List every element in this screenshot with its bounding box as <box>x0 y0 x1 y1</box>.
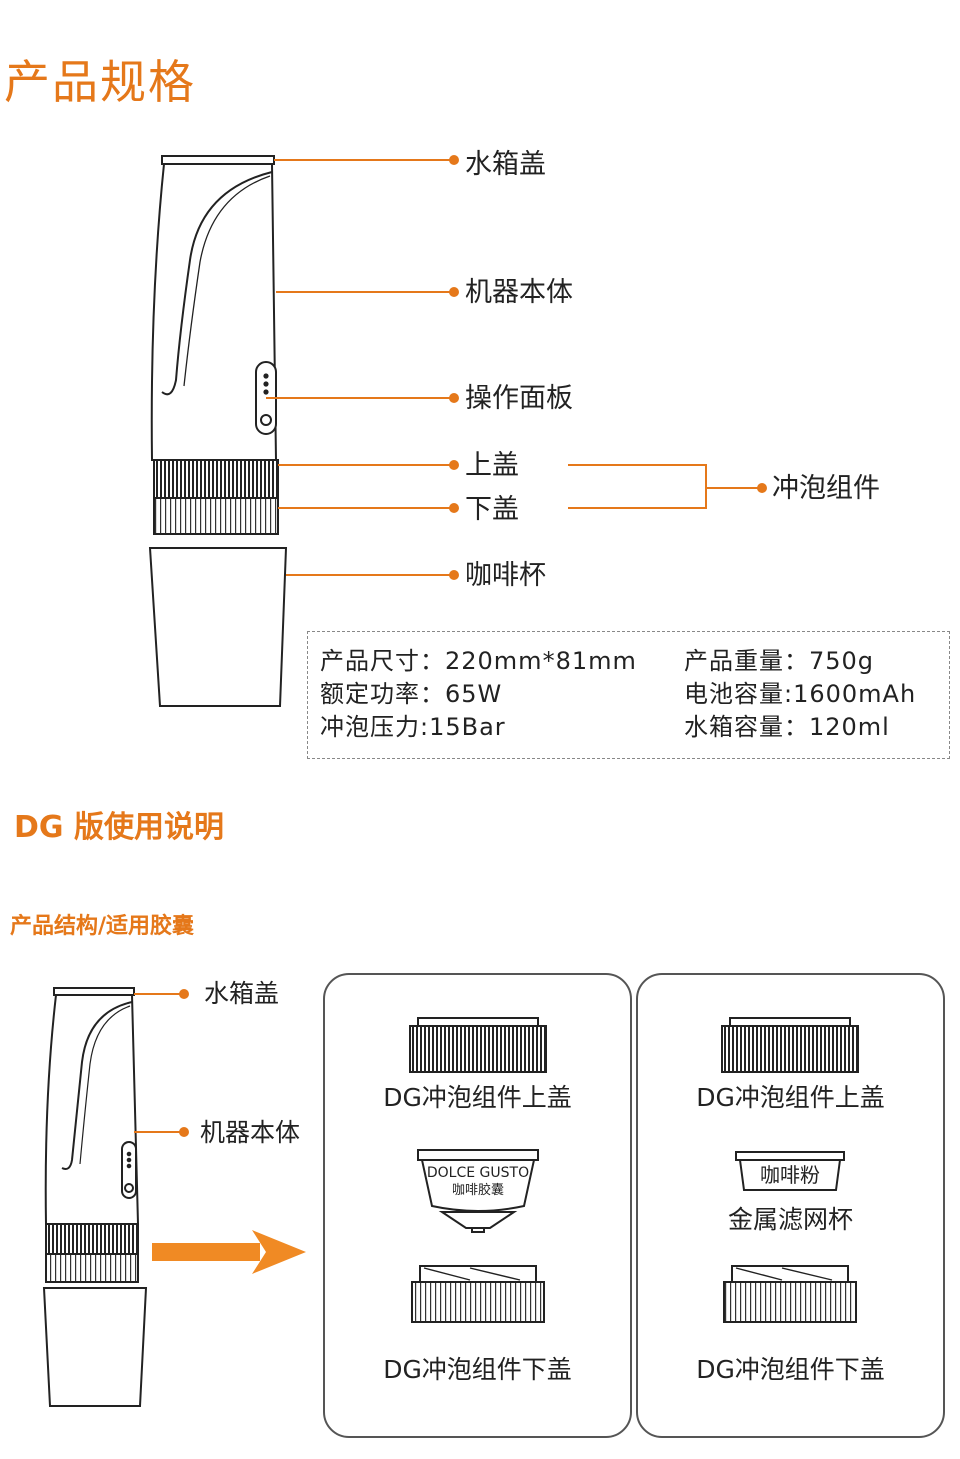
label-water-tank-lid: 水箱盖 <box>465 149 546 180</box>
label-lower-lid: 下盖 <box>465 494 519 525</box>
spec-box <box>307 631 950 759</box>
machine-drawing-top <box>148 155 288 707</box>
leader-lines-bottom <box>134 993 182 1133</box>
label-machine-body: 机器本体 <box>465 277 573 308</box>
spec-size: 产品尺寸：220mm*81mm <box>320 647 637 675</box>
label-upper-lid: 上盖 <box>465 450 519 481</box>
dg-lower-lid-left <box>411 1265 545 1323</box>
dg-usage-title: DG 版使用说明 <box>14 810 224 845</box>
machine-drawing-bottom <box>42 987 148 1407</box>
specs-title: 产品规格 <box>4 55 196 109</box>
structure-label-machine-body: 机器本体 <box>200 1118 301 1147</box>
label-coffee-cup: 咖啡杯 <box>465 560 546 591</box>
leader-dots-top <box>449 155 767 580</box>
structure-title: 产品结构/适用胶囊 <box>10 914 195 939</box>
caption-dg-lower-lid-right: DG冲泡组件下盖 <box>696 1355 885 1384</box>
leader-lines-top <box>266 159 760 576</box>
label-control-panel: 操作面板 <box>465 383 573 414</box>
dg-upper-lid-right <box>721 1017 859 1073</box>
capsule-drawing <box>417 1149 539 1233</box>
spec-pressure: 冲泡压力:15Bar <box>320 713 506 741</box>
spec-battery: 电池容量:1600mAh <box>684 680 917 708</box>
spec-power: 额定功率：65W <box>320 680 503 708</box>
caption-dg-lower-lid-left: DG冲泡组件下盖 <box>383 1355 572 1384</box>
dg-lower-lid-right <box>723 1265 857 1323</box>
panel-metal-filter <box>636 973 945 1438</box>
metal-filter-cup-drawing <box>735 1151 845 1191</box>
structure-label-water-tank-lid: 水箱盖 <box>204 979 280 1008</box>
arrow-icon <box>152 1230 306 1274</box>
spec-tank: 水箱容量：120ml <box>684 713 890 741</box>
capsule-text: 咖啡胶囊 <box>451 1183 504 1198</box>
capsule-brand: DOLCE GUSTO <box>426 1165 530 1181</box>
caption-metal-filter: 金属滤网杯 <box>727 1205 853 1234</box>
panel-dg-capsule <box>323 973 632 1438</box>
spec-weight: 产品重量：750g <box>684 647 875 675</box>
label-brew-assembly: 冲泡组件 <box>772 473 880 504</box>
dg-upper-lid-left <box>409 1017 547 1073</box>
caption-dg-upper-lid-right: DG冲泡组件上盖 <box>696 1083 885 1112</box>
filter-text: 咖啡粉 <box>760 1163 820 1187</box>
caption-dg-upper-lid-left: DG冲泡组件上盖 <box>383 1083 572 1112</box>
